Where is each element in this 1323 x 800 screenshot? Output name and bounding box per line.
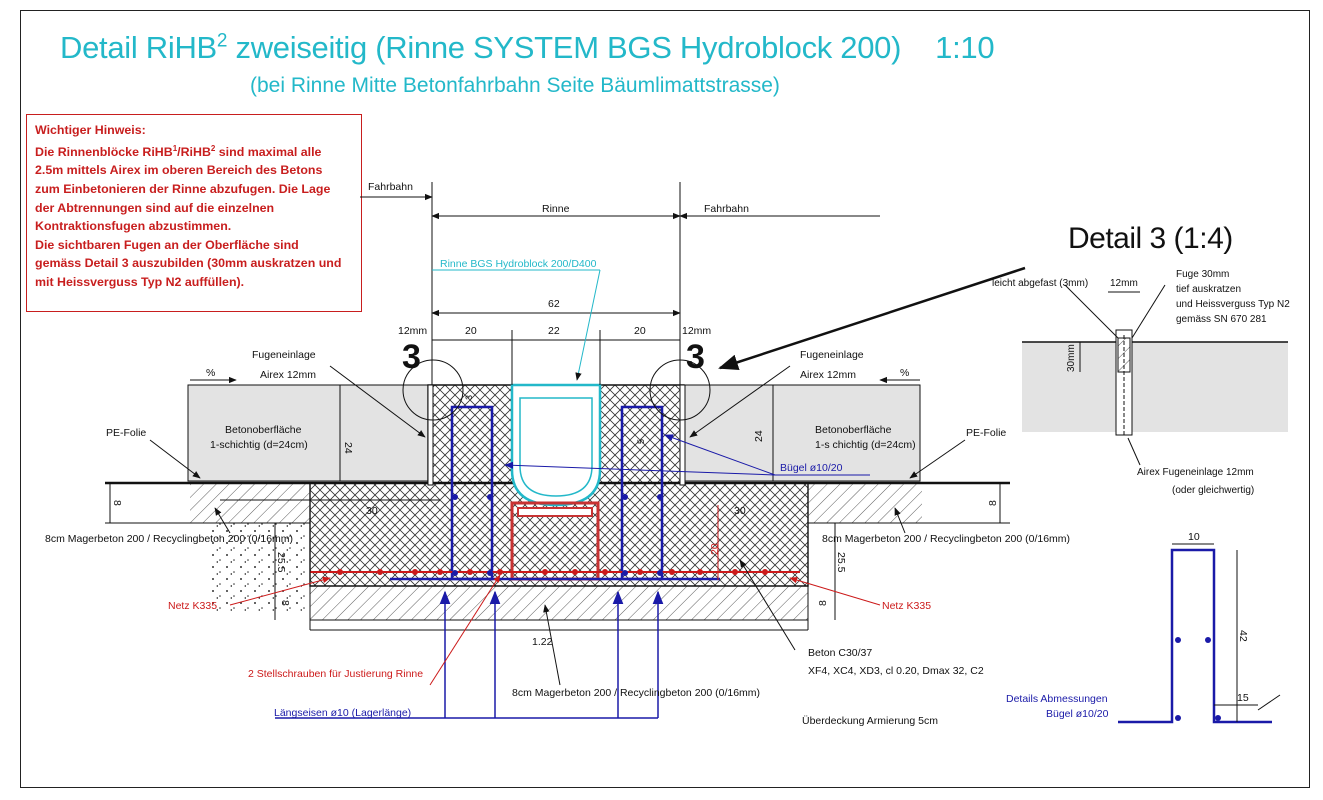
detail3-airex: Airex Fugeneinlage 12mm bbox=[1137, 467, 1254, 478]
detail3-fuge-l2: tief auskratzen bbox=[1176, 284, 1241, 295]
detail3-fuge-l3: und Heissverguss Typ N2 bbox=[1176, 299, 1290, 310]
mesh-bars bbox=[337, 569, 768, 575]
detail-marker-3-right: 3 bbox=[686, 338, 705, 376]
detail3-title: Detail 3 (1:4) bbox=[1068, 222, 1233, 255]
dim-62: 62 bbox=[548, 298, 560, 310]
lean-concrete-left bbox=[190, 483, 310, 523]
dim-30-right: 30 bbox=[734, 505, 746, 517]
drawing-frame bbox=[20, 10, 1310, 788]
detail3-30mm: 30mm bbox=[1066, 344, 1077, 372]
notice-heading: Wichtiger Hinweis: bbox=[35, 123, 146, 137]
stirrup-label-1: Details Abmessungen bbox=[1006, 693, 1108, 705]
stirrup-dim-15: 15 bbox=[1237, 692, 1249, 704]
notice-line-4: der Abtrennungen sind auf die einzelnen bbox=[35, 200, 275, 215]
label-fahrbahn-right: Fahrbahn bbox=[704, 203, 749, 215]
stirrup-dim-10: 10 bbox=[1188, 531, 1200, 543]
dim-5: 5 bbox=[636, 439, 646, 444]
dim-24-right: 24 bbox=[753, 430, 765, 442]
detail3-12mm: 12mm bbox=[1110, 278, 1138, 289]
stirrup-label-2: Bügel ø10/20 bbox=[1046, 708, 1109, 720]
notice-line-8: mit Heissverguss Typ N2 auffüllen). bbox=[35, 274, 245, 289]
dim-30-left: 30 bbox=[366, 505, 378, 517]
lean-concrete-bottom bbox=[309, 585, 809, 621]
drawing-scale: 1:10 bbox=[935, 30, 995, 65]
dim-20-red: 20 bbox=[709, 543, 721, 555]
dim-20-right: 20 bbox=[634, 325, 646, 337]
dim-8-lower-left: 8 bbox=[279, 600, 291, 606]
detail3-fuge-l4: gemäss SN 670 281 bbox=[1176, 314, 1267, 325]
dim-25-5-left: 25.5 bbox=[275, 552, 287, 573]
road-slab-left bbox=[187, 384, 429, 482]
dim-12mm-left: 12mm bbox=[398, 325, 427, 337]
dim-8-lower-right: 8 bbox=[817, 600, 829, 606]
dim-1-22: 1.22 bbox=[532, 636, 553, 648]
lean-concrete-right bbox=[808, 483, 922, 523]
notice-line-1: Die Rinnenblöcke RiHB1/RiHB2 sind maxima… bbox=[35, 143, 322, 159]
label-buegel: Bügel ø10/20 bbox=[780, 462, 843, 474]
notice-line-5: Kontraktionsfugen abzustimmen. bbox=[35, 219, 232, 234]
dim-12mm-right: 12mm bbox=[682, 325, 711, 337]
notice-line-7: gemäss Detail 3 auszubilden (30mm auskra… bbox=[35, 256, 342, 271]
label-betonoberflaeche-right: Betonoberfläche bbox=[815, 424, 892, 436]
label-ueberdeckung: Überdeckung Armierung 5cm bbox=[802, 715, 938, 727]
label-rinne: Rinne bbox=[542, 203, 570, 215]
gravel-fill bbox=[212, 523, 310, 613]
label-magerbeton-bottom: 8cm Magerbeton 200 / Recyclingbeton 200 … bbox=[512, 687, 760, 699]
label-beton-c30: Beton C30/37 bbox=[808, 647, 872, 659]
stirrup-dim-42: 42 bbox=[1237, 630, 1249, 642]
joint-insert-left bbox=[427, 384, 434, 486]
label-fahrbahn-left: Fahrbahn bbox=[368, 181, 413, 193]
label-laengseisen: Längseisen ø10 (Lagerlänge) bbox=[274, 707, 411, 719]
label-magerbeton-right: 8cm Magerbeton 200 / Recyclingbeton 200 … bbox=[822, 533, 1070, 545]
label-netz-left: Netz K335 bbox=[168, 600, 217, 612]
label-airex-left: Airex 12mm bbox=[260, 369, 316, 381]
drawing-title: Detail RiHB2 zweiseitig (Rinne SYSTEM BG… bbox=[60, 30, 995, 65]
dim-8-left: 8 bbox=[111, 500, 123, 506]
notice-line-2: 2.5m mittels Airex im oberen Bereich des… bbox=[35, 163, 323, 178]
joint-insert-right bbox=[679, 384, 686, 486]
label-pe-folie-left: PE-Folie bbox=[106, 427, 146, 439]
dim-25-5-right: 25.5 bbox=[835, 552, 847, 573]
label-netz-right: Netz K335 bbox=[882, 600, 931, 612]
detail3-abgefast: leicht abgefast (3mm) bbox=[992, 278, 1088, 289]
label-airex-right: Airex 12mm bbox=[800, 369, 856, 381]
label-beton-spec: XF4, XC4, XD3, cl 0.20, Dmax 32, C2 bbox=[808, 665, 984, 677]
notice-line-3: zum Einbetonieren der Rinne abzufugen. D… bbox=[35, 181, 331, 196]
notice-line-6: Die sichtbaren Fugen an der Oberfläche s… bbox=[35, 237, 299, 252]
detail3-airex-l2: (oder gleichwertig) bbox=[1172, 485, 1254, 496]
important-notice-box: Wichtiger Hinweis: Die Rinnenblöcke RiHB… bbox=[26, 114, 362, 312]
detail-marker-3-left: 3 bbox=[402, 338, 421, 376]
detail3-drawing bbox=[1022, 284, 1288, 466]
label-betonoberflaeche-left: Betonoberfläche bbox=[225, 424, 302, 436]
label-schicht-left: 1-schichtig (d=24cm) bbox=[210, 439, 308, 451]
stirrup-detail-drawing bbox=[1118, 548, 1272, 724]
label-pe-folie-right: PE-Folie bbox=[966, 427, 1006, 439]
dim-20-left: 20 bbox=[465, 325, 477, 337]
dim-24-left: 24 bbox=[342, 442, 354, 454]
label-magerbeton-left: 8cm Magerbeton 200 / Recyclingbeton 200 … bbox=[45, 533, 293, 545]
label-stellschrauben: 2 Stellschrauben für Justierung Rinne bbox=[248, 668, 423, 680]
dim-22: 22 bbox=[548, 325, 560, 337]
slope-left: % bbox=[206, 367, 215, 379]
label-fugeneinlage-left: Fugeneinlage bbox=[252, 349, 316, 361]
label-schicht-right: 1-s chichtig (d=24cm) bbox=[815, 439, 916, 451]
slope-right: % bbox=[900, 367, 909, 379]
label-rinne-bgs: Rinne BGS Hydroblock 200/D400 bbox=[440, 258, 597, 270]
dim-8-right: 8 bbox=[987, 500, 999, 506]
label-fugeneinlage-right: Fugeneinlage bbox=[800, 349, 864, 361]
drawing-subtitle: (bei Rinne Mitte Betonfahrbahn Seite Bäu… bbox=[250, 74, 780, 97]
detail3-fuge: Fuge 30mm bbox=[1176, 269, 1229, 280]
dim-3: 3 bbox=[464, 395, 474, 400]
